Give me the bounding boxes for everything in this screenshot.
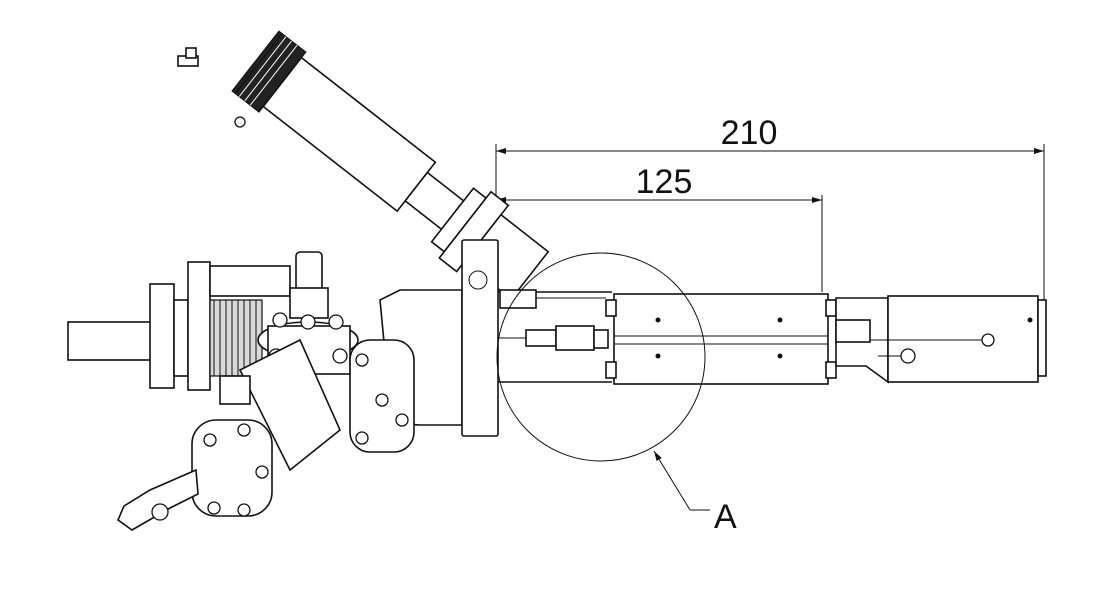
bolt [203, 433, 217, 447]
detail-circle [496, 252, 706, 462]
dimension-group: 210 125 [495, 114, 1045, 300]
top-port-neck [289, 287, 329, 319]
probe-screw [981, 333, 995, 347]
bolt [332, 348, 348, 364]
bolt [328, 314, 344, 330]
bolt [355, 353, 369, 367]
feedthrough-left [67, 321, 159, 361]
probe-connector-body [555, 325, 595, 351]
main-flange [461, 239, 499, 437]
bellows-ring [173, 299, 189, 377]
bolt [207, 501, 221, 515]
probe-collar [499, 289, 537, 309]
flange-port [468, 270, 488, 290]
hose-nut [151, 503, 169, 521]
housing-clamp [825, 361, 837, 379]
housing-clamp [605, 299, 617, 317]
detail-label: A [714, 498, 737, 536]
valve-body [262, 56, 437, 213]
probe-screw [900, 348, 916, 364]
probe-joint [835, 319, 871, 343]
probe-assembly [498, 289, 1047, 385]
probe-endcap [1037, 299, 1047, 377]
hose-fitting [117, 468, 199, 531]
bolt [395, 413, 409, 427]
dimension-label-inner: 125 [636, 163, 693, 201]
bolt [272, 312, 288, 328]
top-fitting [295, 251, 323, 293]
probe-head [887, 295, 1039, 383]
bolt [237, 423, 251, 437]
bellows-assembly [67, 261, 291, 391]
bellows-flange-mid [187, 261, 211, 391]
valve-knob [231, 30, 307, 113]
bolt [255, 465, 269, 479]
side-flange [349, 339, 415, 453]
bolt [300, 314, 316, 330]
dimension-label-overall: 210 [721, 114, 778, 152]
leader-line [653, 450, 691, 511]
valve-screw [234, 116, 246, 128]
bolt [237, 503, 251, 517]
valve-handle-cap [185, 47, 197, 59]
lower-flange [117, 338, 341, 531]
bellows-flange-left [149, 283, 175, 389]
detail-callout: A [496, 252, 737, 536]
probe-connector [525, 329, 557, 347]
housing-clamp [825, 299, 837, 317]
bolt [375, 393, 389, 407]
housing-clamp [605, 361, 617, 379]
bolt [355, 431, 369, 445]
lower-pipe [238, 338, 341, 472]
elbow-coupling [219, 375, 251, 405]
probe-connector-end [593, 329, 609, 349]
bellows-top-rail [209, 265, 291, 297]
probe-housing [613, 293, 829, 385]
